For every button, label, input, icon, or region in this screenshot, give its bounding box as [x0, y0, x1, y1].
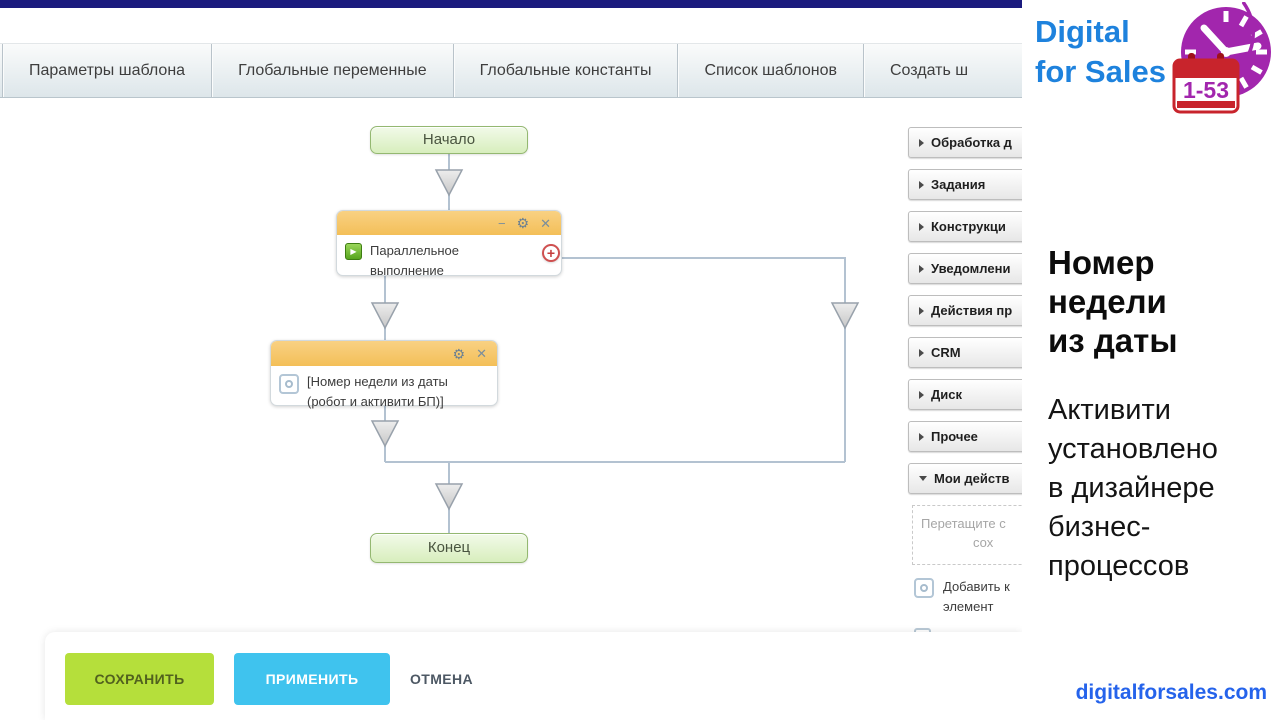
template-tabbar: Параметры шаблона Глобальные переменные … — [0, 43, 1022, 98]
palette-section-process-actions[interactable]: Действия пр — [908, 295, 1022, 326]
palette-section-label: Конструкци — [931, 219, 1006, 234]
end-node: Конец — [370, 533, 528, 563]
footer-action-bar: СОХРАНИТЬ ПРИМЕНИТЬ ОТМЕНА — [45, 632, 1022, 720]
start-node: Начало — [370, 126, 528, 154]
save-button[interactable]: СОХРАНИТЬ — [65, 653, 214, 705]
arrow-down-icon[interactable] — [434, 483, 464, 511]
caret-down-icon — [919, 476, 927, 481]
settings-icon[interactable]: ⚙ — [516, 215, 530, 231]
promo-heading: Номер недели из даты — [1048, 243, 1178, 360]
palette-item-add-element[interactable]: Добавить к элемент — [914, 577, 1022, 616]
palette-section-label: Действия пр — [931, 303, 1013, 318]
promo-heading-line: Номер — [1048, 244, 1155, 281]
tab-global-constants[interactable]: Глобальные константы — [452, 44, 678, 97]
node-title: [Номер недели из даты (робот и активити … — [307, 374, 448, 409]
palette-section-label: Прочее — [931, 429, 978, 444]
node-header: ⚙ ✕ — [271, 341, 497, 366]
action-palette: Обработка д Задания Конструкци Уведомлен… — [908, 127, 1022, 650]
flow-connectors — [370, 154, 860, 533]
node-body: ▶ Параллельное выполнение — [337, 235, 561, 286]
website-label: digitalforsales.com — [1075, 681, 1267, 704]
tab-global-variables[interactable]: Глобальные переменные — [211, 44, 453, 97]
parallel-execution-node[interactable]: − ⚙ ✕ ▶ Параллельное выполнение + — [336, 210, 562, 278]
node-body: [Номер недели из даты (робот и активити … — [271, 366, 497, 417]
arrow-down-icon[interactable] — [370, 302, 400, 330]
activity-icon — [279, 374, 299, 394]
calendar-badge: 1-53 — [1172, 53, 1240, 114]
week-number-activity-node[interactable]: ⚙ ✕ [Номер недели из даты (робот и актив… — [270, 340, 498, 409]
caret-right-icon — [919, 264, 924, 273]
parallel-icon: ▶ — [345, 243, 362, 260]
palette-section-label: Задания — [931, 177, 986, 192]
palette-item-label: Добавить к элемент — [943, 579, 1010, 614]
brand-wordmark: Digital for Sales — [1035, 12, 1166, 92]
settings-icon[interactable]: ⚙ — [452, 345, 466, 362]
tab-template-list[interactable]: Список шаблонов — [677, 44, 863, 97]
browser-top-bar — [0, 0, 1022, 8]
promo-sidebar: Digital for Sales — [1022, 0, 1280, 720]
caret-right-icon — [919, 432, 924, 441]
activity-icon — [914, 578, 934, 598]
caret-right-icon — [919, 222, 924, 231]
promo-description: Активити установлено в дизайнере бизнес-… — [1048, 391, 1218, 586]
arrow-down-icon[interactable] — [830, 302, 860, 330]
arrow-down-icon[interactable] — [434, 169, 464, 197]
close-icon[interactable]: ✕ — [540, 215, 551, 231]
palette-section-crm[interactable]: CRM — [908, 337, 1022, 368]
connector — [552, 257, 846, 462]
tab-template-params[interactable]: Параметры шаблона — [2, 44, 211, 97]
palette-section-tasks[interactable]: Задания — [908, 169, 1022, 200]
promo-description-line: процессов — [1048, 550, 1190, 582]
promo-description-line: Активити — [1048, 394, 1171, 426]
minimize-icon[interactable]: − — [497, 215, 506, 231]
brand-line: for Sales — [1035, 54, 1166, 89]
palette-section-label: Обработка д — [931, 135, 1012, 150]
close-icon[interactable]: ✕ — [476, 346, 487, 361]
caret-right-icon — [919, 348, 924, 357]
promo-heading-line: из даты — [1048, 322, 1178, 359]
promo-heading-line: недели — [1048, 283, 1167, 320]
add-branch-icon[interactable]: + — [542, 244, 560, 262]
arrow-down-icon[interactable] — [370, 420, 400, 448]
caret-right-icon — [919, 306, 924, 315]
brand-line: Digital — [1035, 14, 1130, 49]
bp-designer-window: Параметры шаблона Глобальные переменные … — [0, 0, 1022, 720]
clock-logo-icon: 1-53 — [1172, 2, 1271, 114]
palette-section-label: Уведомлени — [931, 261, 1011, 276]
my-actions-dropzone[interactable]: Перетащите с сох — [912, 505, 1022, 565]
palette-section-other[interactable]: Прочее — [908, 421, 1022, 452]
palette-section-label: Диск — [931, 387, 962, 402]
caret-right-icon — [919, 138, 924, 147]
caret-right-icon — [919, 180, 924, 189]
palette-section-my-actions[interactable]: Мои действ — [908, 463, 1022, 494]
promo-description-line: бизнес- — [1048, 511, 1151, 543]
tab-create-template[interactable]: Создать ш — [863, 44, 994, 97]
promo-description-line: установлено — [1048, 433, 1218, 465]
node-title: Параллельное выполнение — [370, 243, 460, 278]
palette-section-label: Мои действ — [934, 471, 1010, 486]
dropzone-hint-line: сох — [973, 534, 994, 550]
cancel-button[interactable]: ОТМЕНА — [410, 653, 473, 705]
apply-button[interactable]: ПРИМЕНИТЬ — [234, 653, 390, 705]
palette-section-disk[interactable]: Диск — [908, 379, 1022, 410]
palette-section-document-processing[interactable]: Обработка д — [908, 127, 1022, 158]
caret-right-icon — [919, 390, 924, 399]
node-header: − ⚙ ✕ — [337, 211, 561, 235]
palette-section-notifications[interactable]: Уведомлени — [908, 253, 1022, 284]
promo-description-line: в дизайнере — [1048, 472, 1215, 504]
dropzone-hint-line: Перетащите с — [921, 516, 1006, 531]
week-range-badge: 1-53 — [1183, 77, 1229, 103]
palette-section-label: CRM — [931, 345, 961, 360]
palette-section-constructs[interactable]: Конструкци — [908, 211, 1022, 242]
